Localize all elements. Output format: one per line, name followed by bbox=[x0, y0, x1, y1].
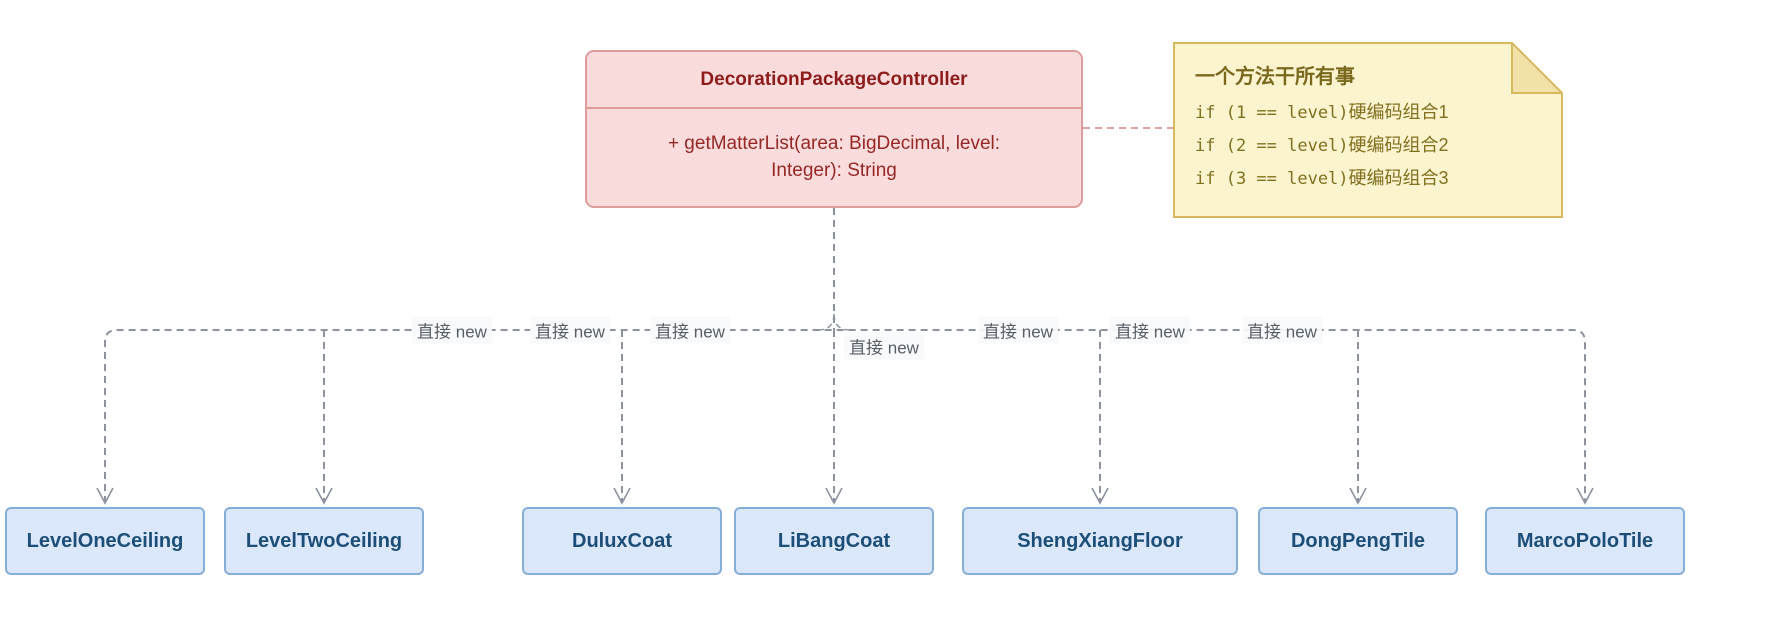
note-code-comment: 硬编码组合2 bbox=[1348, 135, 1449, 155]
class-node-level-one-ceiling: LevelOneCeiling bbox=[5, 507, 205, 575]
note-code-line: if (3 == level)硬编码组合3 bbox=[1195, 164, 1507, 190]
edge-label: 直接 new bbox=[1242, 316, 1322, 344]
arrowhead-icon bbox=[613, 487, 631, 505]
edge-label: 直接 new bbox=[978, 316, 1058, 344]
note-shape bbox=[1173, 42, 1563, 218]
edge-label: 直接 new bbox=[650, 316, 730, 344]
arrowhead-icon bbox=[96, 487, 114, 505]
note-content: 一个方法干所有事 if (1 == level)硬编码组合1 if (2 == … bbox=[1195, 60, 1507, 190]
note-title: 一个方法干所有事 bbox=[1195, 66, 1355, 88]
class-node-sheng-xiang-floor: ShengXiangFloor bbox=[962, 507, 1238, 575]
edge-label: 直接 new bbox=[1110, 316, 1190, 344]
class-method-section: + getMatterList(area: BigDecimal, level:… bbox=[587, 109, 1081, 206]
edge-label: 直接 new bbox=[530, 316, 610, 344]
note-node: 一个方法干所有事 if (1 == level)硬编码组合1 if (2 == … bbox=[1173, 42, 1563, 218]
note-body-shape bbox=[1173, 42, 1563, 218]
note-code-line: if (2 == level)硬编码组合2 bbox=[1195, 131, 1507, 157]
note-code-line: if (1 == level)硬编码组合1 bbox=[1195, 98, 1507, 124]
arrowhead-icon bbox=[825, 487, 843, 505]
class-node-level-two-ceiling: LevelTwoCeiling bbox=[224, 507, 424, 575]
note-code-comment: 硬编码组合1 bbox=[1348, 102, 1449, 122]
note-code: if (1 == level) bbox=[1195, 103, 1349, 123]
class-title: DecorationPackageController bbox=[587, 52, 1081, 109]
arrowhead-icon bbox=[1349, 487, 1367, 505]
class-node-li-bang-coat: LiBangCoat bbox=[734, 507, 934, 575]
note-fold-icon bbox=[1511, 42, 1563, 94]
controller-branch-arcs bbox=[817, 313, 851, 331]
class-node-dong-peng-tile: DongPengTile bbox=[1258, 507, 1458, 575]
class-method: + getMatterList(area: BigDecimal, level:… bbox=[667, 132, 1001, 181]
note-code: if (2 == level) bbox=[1195, 136, 1349, 156]
edge-label: 直接 new bbox=[412, 316, 492, 344]
note-code-comment: 硬编码组合3 bbox=[1348, 168, 1449, 188]
arrowhead-icon bbox=[315, 487, 333, 505]
arrowhead-icon bbox=[1091, 487, 1109, 505]
class-node-dulux-coat: DuluxCoat bbox=[522, 507, 722, 575]
note-code: if (3 == level) bbox=[1195, 169, 1349, 189]
arrowhead-icon bbox=[1576, 487, 1594, 505]
class-node-decoration-package-controller: DecorationPackageController + getMatterL… bbox=[585, 50, 1083, 208]
edge-label: 直接 new bbox=[844, 332, 924, 360]
class-node-marco-polo-tile: MarcoPoloTile bbox=[1485, 507, 1685, 575]
